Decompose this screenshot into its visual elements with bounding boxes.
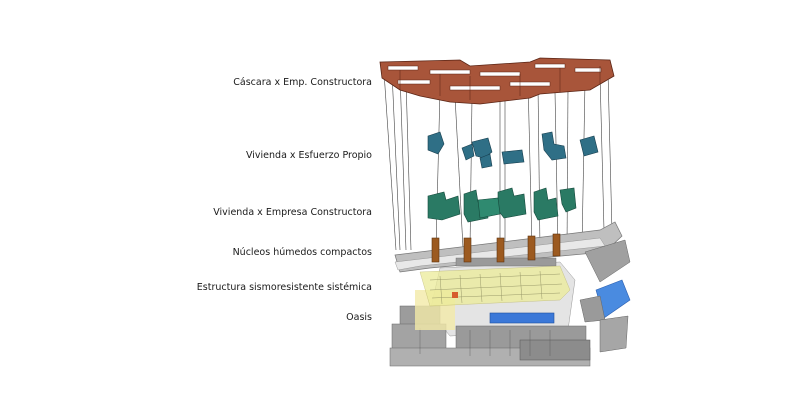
layer-estructura: [419, 265, 571, 307]
label-estructura: Estructura sismoresistente sistémica: [196, 282, 372, 293]
layer-cascara: [379, 57, 615, 105]
label-oasis: Oasis: [346, 312, 372, 323]
layer-nucleos: [431, 233, 561, 263]
layer-vivienda-esfuerzo: [427, 131, 599, 169]
label-nucleos: Núcleos húmedos compactos: [232, 247, 372, 258]
label-vivienda-esfuerzo: Vivienda x Esfuerzo Propio: [245, 150, 372, 161]
label-vivienda-empresa: Vivienda x Empresa Constructora: [213, 207, 372, 218]
layer-vivienda-empresa: [427, 187, 577, 223]
label-cascara: Cáscara x Emp. Constructora: [233, 77, 372, 88]
guide-lines: [383, 71, 613, 251]
